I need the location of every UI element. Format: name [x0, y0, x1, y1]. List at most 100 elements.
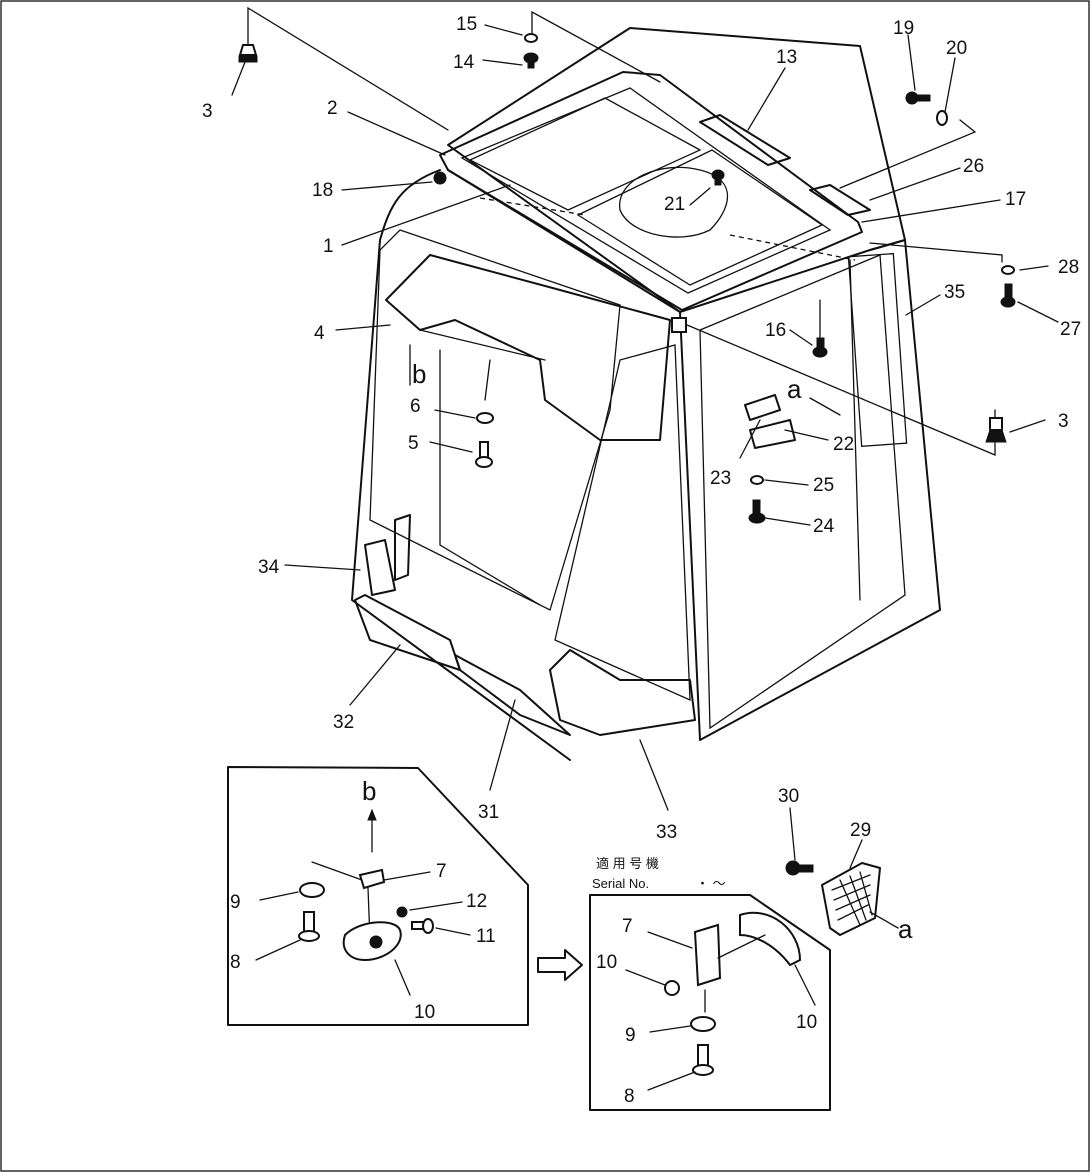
leader-20: [944, 57, 956, 113]
side-strip: [847, 252, 908, 447]
arrow-b-head: [367, 808, 377, 821]
bracket-7b: [693, 923, 722, 987]
leader-32: [349, 644, 401, 706]
callout-3-left: 3: [202, 101, 213, 122]
callout-labels: 3 3 2 15 14 13 19 20 26 17 18 21 1 28 35…: [202, 14, 1081, 1107]
serial-label: Serial No.: [592, 876, 649, 891]
callout-13: 13: [776, 47, 797, 68]
leader-a: [809, 397, 841, 416]
callout-27: 27: [1060, 319, 1081, 340]
callout-22: 22: [833, 434, 854, 455]
leader-6-up: [484, 359, 491, 401]
callout-19: 19: [893, 18, 914, 39]
detail-box-left: [227, 766, 529, 1026]
serial-range: ・ ～: [696, 876, 726, 891]
front-right-pillar: [447, 169, 701, 741]
leader-21: [689, 187, 711, 206]
leader-10c: [794, 964, 816, 1006]
bolt-24: [748, 499, 766, 524]
washer-6: [476, 412, 494, 424]
leader-15: [531, 10, 661, 83]
dashboard-edge: [419, 329, 546, 361]
side-divider: [849, 259, 861, 601]
grille-29: [821, 839, 899, 936]
leader-10a: [394, 959, 411, 996]
callout-23: 23: [710, 468, 731, 489]
leader-7b: [647, 931, 693, 949]
washer-20: [936, 110, 948, 126]
bolt-8a: [298, 911, 320, 942]
callout-15: 15: [456, 14, 477, 35]
side-window: [699, 254, 906, 730]
callout-17: 17: [1005, 189, 1026, 210]
bottom-cover-right: [549, 649, 696, 736]
callout-30: 30: [778, 786, 799, 807]
stud-10c: [717, 934, 766, 959]
callout-12: 12: [466, 891, 487, 912]
callout-34: 34: [258, 557, 280, 578]
leader-27: [1017, 301, 1059, 323]
callout-7-left: 7: [436, 861, 447, 882]
callout-5: 5: [408, 433, 419, 454]
fasteners: [238, 33, 1016, 524]
leader-9b: [649, 1025, 691, 1033]
side-bracket-34b: [394, 514, 411, 581]
washer-15: [524, 33, 538, 43]
bolt-3-right: [985, 417, 1007, 443]
plate-10c: [739, 911, 802, 967]
leader-16b: [789, 329, 813, 346]
leader-18: [341, 181, 433, 191]
bolt-3-top: [238, 44, 258, 63]
leader-8a: [255, 939, 301, 961]
roof-window-right: [576, 149, 824, 286]
side-bracket-34: [364, 539, 396, 596]
callout-6: 6: [410, 396, 421, 417]
callout-9-left: 9: [230, 892, 241, 913]
detail-frame-left: [227, 766, 529, 1026]
leader-3a: [247, 6, 449, 131]
callout-25: 25: [813, 475, 834, 496]
callout-32: 32: [333, 712, 354, 733]
bolt-27: [1000, 283, 1016, 308]
leader-26: [869, 167, 961, 201]
view-mark-a-grille: a: [898, 914, 913, 944]
callout-16: 16: [765, 320, 786, 341]
leader-14: [482, 59, 523, 66]
leader-22: [784, 429, 829, 441]
callout-4: 4: [314, 323, 325, 344]
callout-3-right: 3: [1058, 411, 1069, 432]
bolt-21: [711, 169, 725, 186]
leader-2: [347, 111, 446, 156]
washer-28: [1001, 265, 1015, 275]
nut-10b: [664, 980, 680, 996]
bolt-16: [812, 337, 828, 358]
callout-14: 14: [453, 52, 475, 73]
leader-24: [764, 517, 811, 526]
front-window-inner: [439, 349, 541, 606]
leader-17: [861, 199, 1001, 223]
callout-8-left: 8: [230, 952, 241, 973]
rivet-18: [433, 171, 447, 185]
leader-9a: [259, 891, 299, 901]
leader-23: [739, 419, 761, 459]
bolt-14: [523, 52, 539, 69]
leader-6: [434, 409, 476, 419]
leader-35: [905, 294, 941, 316]
bolt-19: [905, 91, 931, 105]
leader-33: [639, 739, 669, 811]
leader-11: [435, 927, 471, 936]
latch-catch: [749, 419, 796, 449]
detail-box-right: [589, 894, 831, 1111]
bolt-30: [785, 860, 814, 876]
callout-10-left: 10: [414, 1002, 435, 1023]
view-mark-b-main: b: [412, 359, 426, 389]
washer-25: [750, 475, 764, 485]
callout-20: 20: [946, 38, 967, 59]
leader-28b: [1019, 265, 1049, 271]
bolt-8b: [692, 1044, 714, 1076]
front-left-edge: [351, 169, 571, 761]
hidden-edge-2: [729, 234, 856, 261]
